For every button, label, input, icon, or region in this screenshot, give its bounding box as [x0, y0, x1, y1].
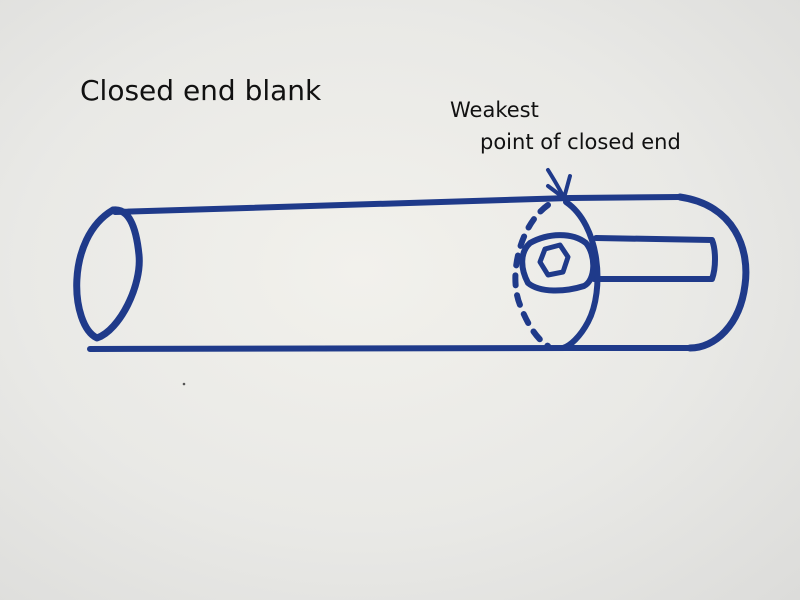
- tube-top-edge: [112, 194, 683, 215]
- paper-speck: [182, 382, 186, 386]
- weakest-point-label-line1: Weakest: [450, 98, 539, 122]
- slot-outline: [591, 235, 718, 282]
- hex-hole-inner: [537, 242, 571, 278]
- weakest-point-label-line2: point of closed end: [480, 130, 681, 154]
- open-end-ellipse: [73, 206, 143, 342]
- closed-end-inner-arc: [560, 199, 601, 351]
- callout-arrow-line: [546, 168, 565, 198]
- closed-end-cap: [676, 193, 750, 352]
- diagram-title: Closed end blank: [80, 74, 322, 107]
- tube-bottom-edge: [87, 345, 693, 352]
- hex-hole-outline: [519, 232, 597, 294]
- hidden-end-dashed-arc: [512, 202, 551, 349]
- callout-arrow-head: [546, 174, 572, 200]
